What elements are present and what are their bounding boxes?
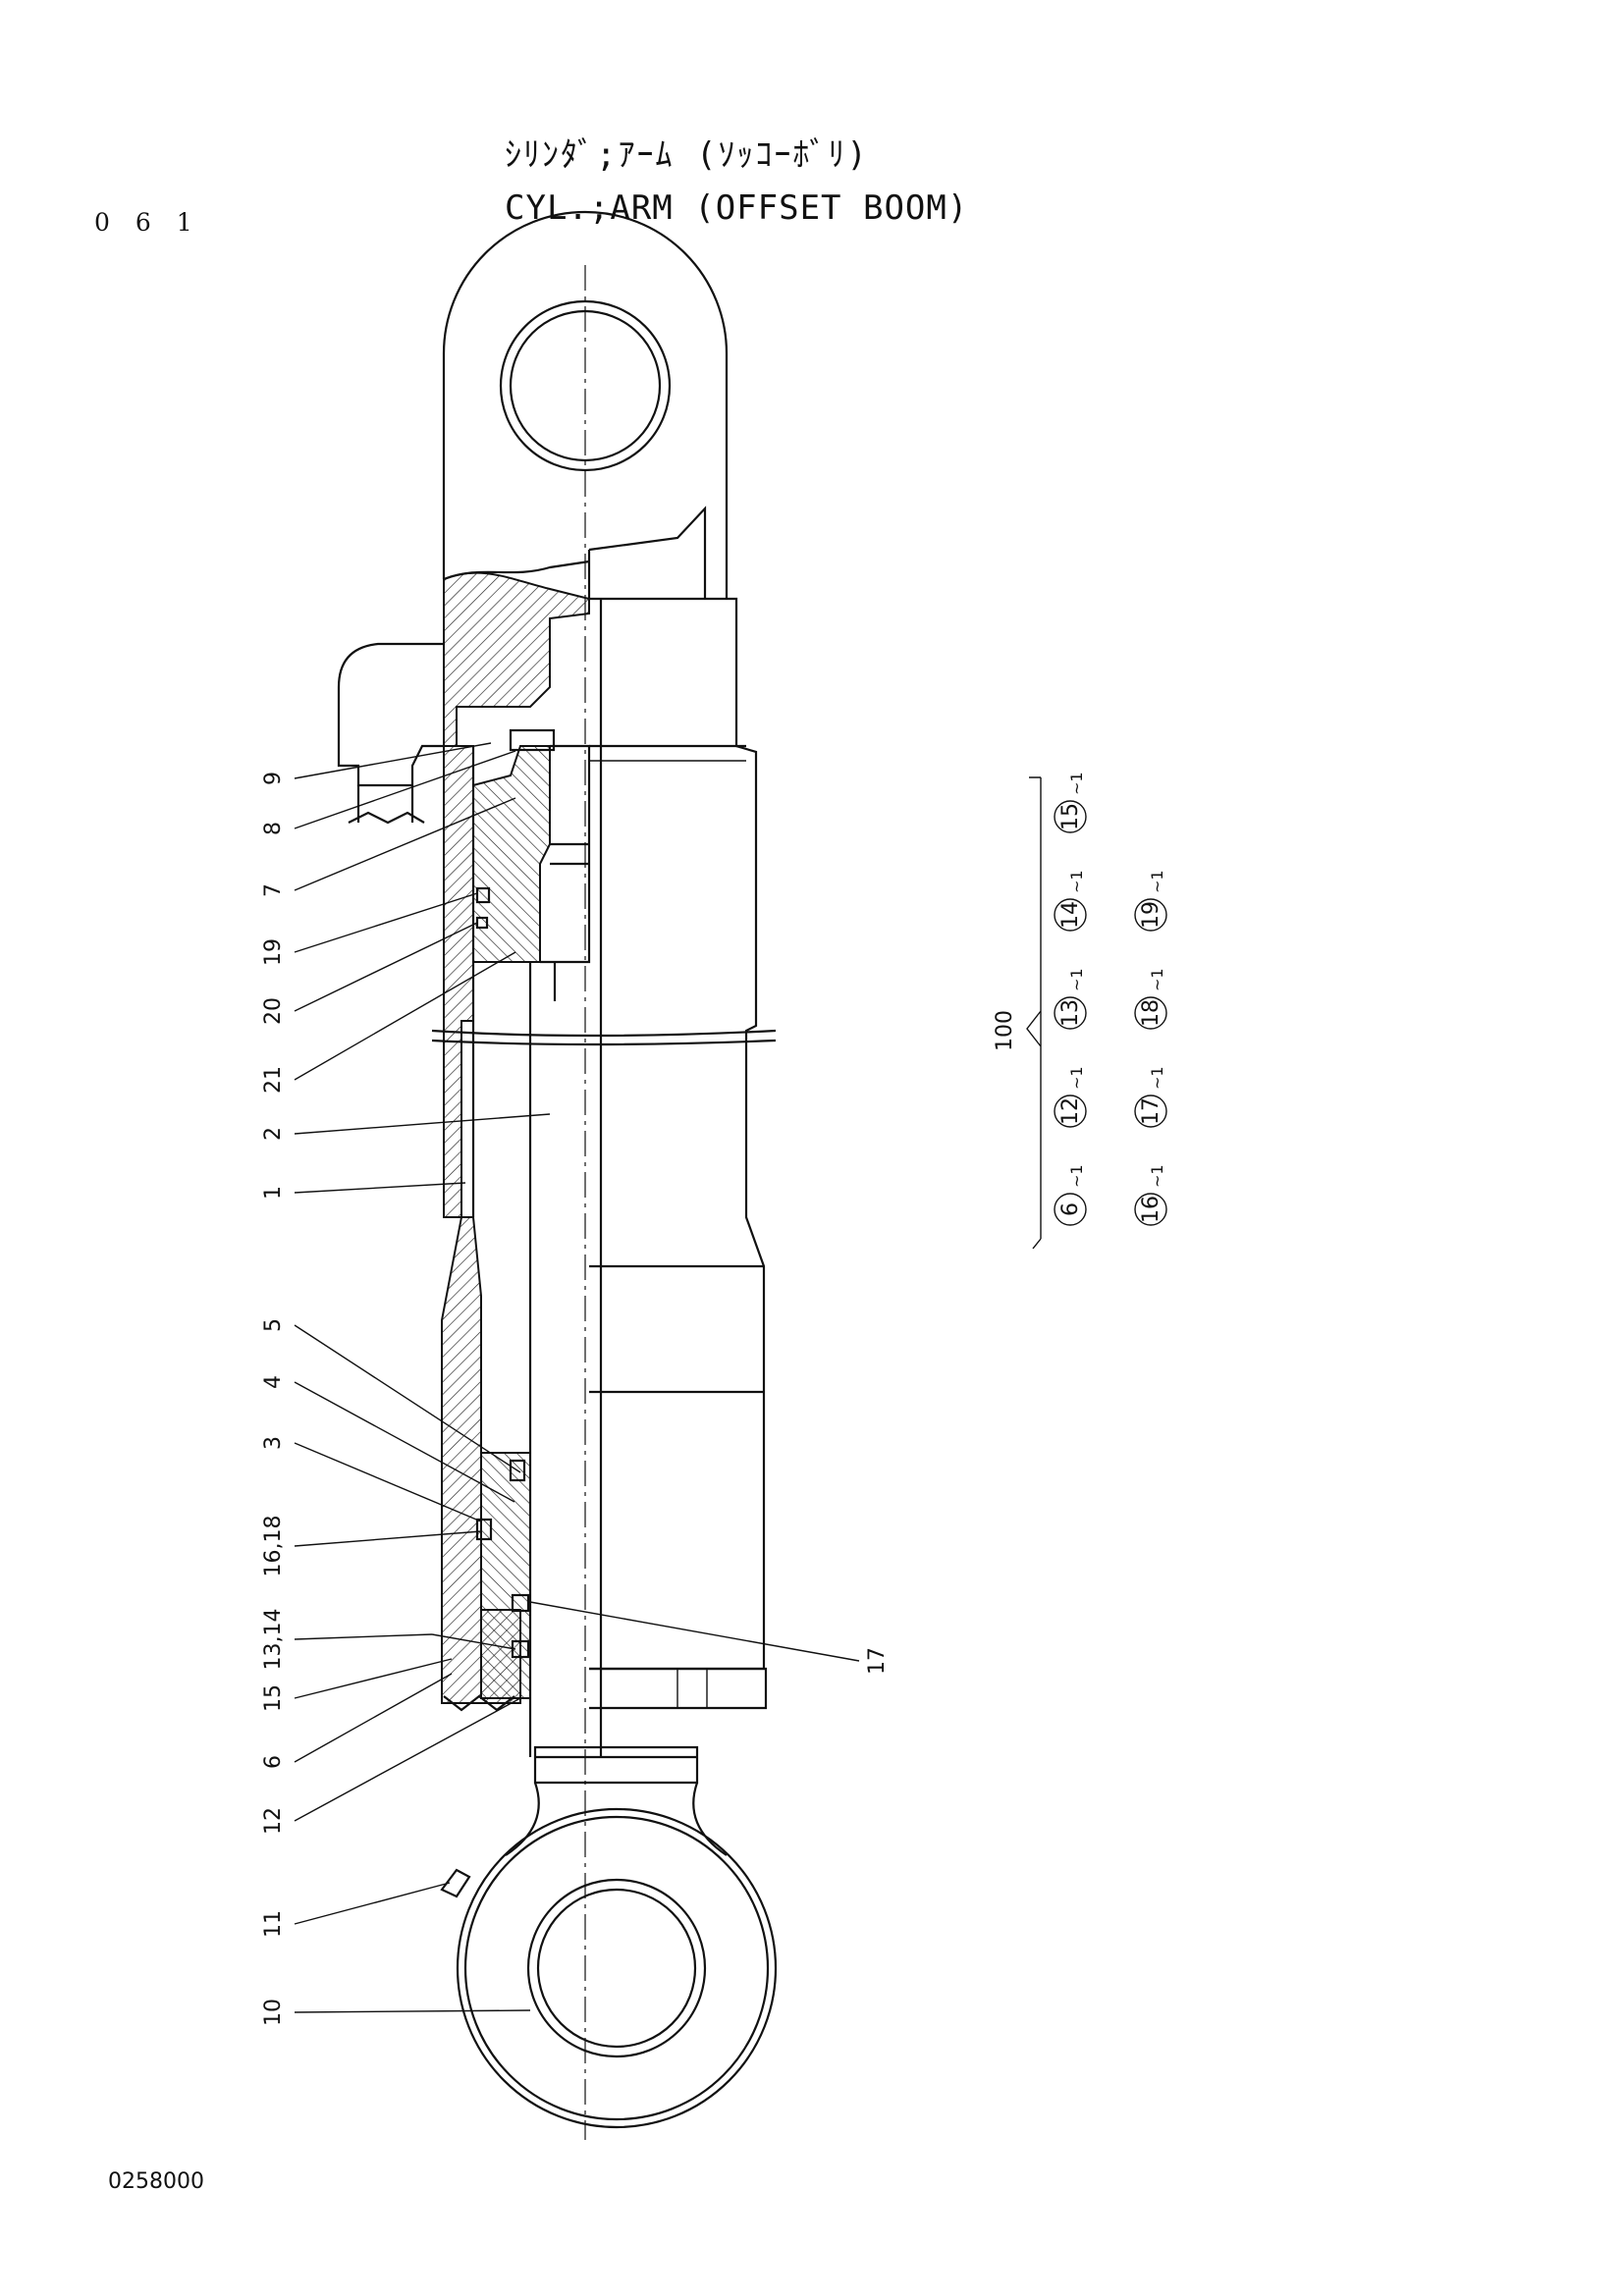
callout-1: 1 bbox=[261, 1186, 286, 1200]
svg-text:17: 17 bbox=[1139, 1097, 1163, 1125]
kit-item-18: 18 ~1 bbox=[1134, 968, 1167, 1030]
callout-13-14: 13,14 bbox=[261, 1609, 286, 1671]
svg-text:~1: ~1 bbox=[1148, 870, 1166, 893]
svg-text:14: 14 bbox=[1058, 901, 1083, 929]
head-eye bbox=[442, 210, 729, 599]
port-elbow bbox=[337, 642, 444, 825]
callout-2: 2 bbox=[261, 1127, 286, 1141]
svg-text:~1: ~1 bbox=[1067, 772, 1086, 795]
svg-text:16: 16 bbox=[1139, 1196, 1163, 1223]
svg-text:~1: ~1 bbox=[1148, 1066, 1166, 1090]
svg-text:~1: ~1 bbox=[1067, 968, 1086, 991]
svg-text:18: 18 bbox=[1139, 999, 1163, 1027]
callout-5: 5 bbox=[261, 1318, 286, 1332]
title-japanese: ｼﾘﾝﾀﾞ;ｱｰﾑ (ｿｯｺｰﾎﾞﾘ) bbox=[505, 135, 869, 175]
callout-19: 19 bbox=[261, 938, 286, 966]
head-cover bbox=[472, 728, 591, 964]
kit-item-19: 19 ~1 bbox=[1134, 870, 1167, 932]
kit-item-6: 6 ~1 bbox=[1054, 1164, 1087, 1226]
seal-kit-group: 100 6 ~1 12 ~1 13 ~1 14 ~1 15 ~1 bbox=[993, 772, 1167, 1250]
svg-text:~1: ~1 bbox=[1067, 1066, 1086, 1090]
kit-item-15: 15 ~1 bbox=[1054, 772, 1087, 833]
svg-text:~1: ~1 bbox=[1148, 1164, 1166, 1188]
svg-text:15: 15 bbox=[1058, 803, 1083, 830]
svg-text:12: 12 bbox=[1058, 1097, 1083, 1125]
svg-text:~1: ~1 bbox=[1148, 968, 1166, 991]
kit-label: 100 bbox=[993, 1010, 1017, 1051]
callout-7: 7 bbox=[261, 883, 286, 897]
rod-eye bbox=[440, 1745, 778, 2129]
callout-15: 15 bbox=[261, 1684, 286, 1712]
callout-labels: 9 8 7 19 20 21 2 1 5 4 3 16,18 13,14 15 … bbox=[261, 772, 890, 2026]
callout-12: 12 bbox=[261, 1807, 286, 1835]
kit-item-17: 17 ~1 bbox=[1134, 1066, 1167, 1128]
callout-8: 8 bbox=[261, 822, 286, 835]
kit-item-13: 13 ~1 bbox=[1054, 968, 1087, 1030]
svg-text:6: 6 bbox=[1058, 1202, 1083, 1216]
svg-text:19: 19 bbox=[1139, 901, 1163, 929]
title-english: CYL.;ARM (OFFSET BOOM) bbox=[505, 188, 969, 228]
callout-4: 4 bbox=[261, 1375, 286, 1389]
callout-21: 21 bbox=[261, 1066, 286, 1094]
callout-11: 11 bbox=[261, 1910, 286, 1938]
document-code: 0258000 bbox=[108, 2169, 204, 2194]
kit-item-12: 12 ~1 bbox=[1054, 1066, 1087, 1128]
kit-item-14: 14 ~1 bbox=[1054, 870, 1087, 932]
cylinder-body bbox=[431, 597, 777, 1710]
callout-16-18: 16,18 bbox=[261, 1516, 286, 1577]
callout-17: 17 bbox=[865, 1647, 890, 1675]
callout-6: 6 bbox=[261, 1755, 286, 1769]
callout-20: 20 bbox=[261, 997, 286, 1025]
svg-text:~1: ~1 bbox=[1067, 1164, 1086, 1188]
callout-9: 9 bbox=[261, 772, 286, 785]
svg-text:~1: ~1 bbox=[1067, 870, 1086, 893]
kit-item-16: 16 ~1 bbox=[1134, 1164, 1167, 1226]
callout-3: 3 bbox=[261, 1436, 286, 1450]
svg-text:13: 13 bbox=[1058, 999, 1083, 1027]
page-number: 0 6 1 bbox=[94, 208, 201, 237]
piston bbox=[443, 1452, 531, 1712]
callout-10: 10 bbox=[261, 1999, 286, 2026]
leader-lines bbox=[294, 742, 860, 2013]
